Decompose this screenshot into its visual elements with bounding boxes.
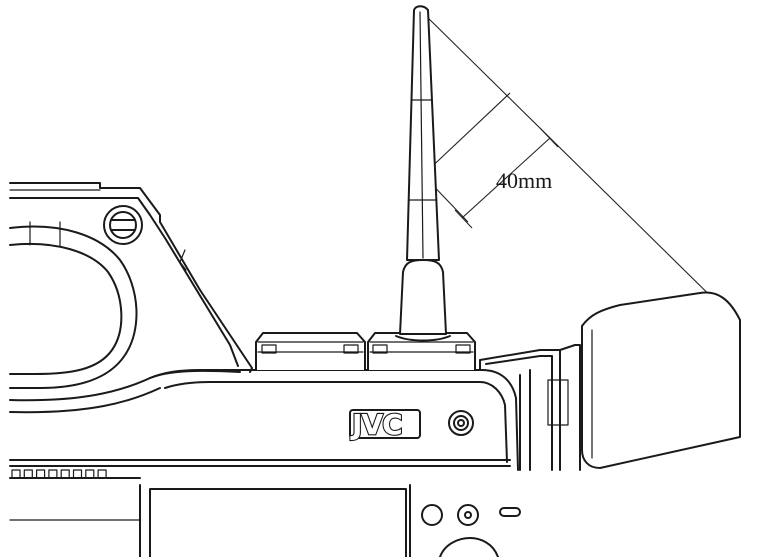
indicator-square	[72, 469, 83, 479]
control-buttons	[421, 504, 521, 557]
jvc-logo: JVC	[349, 407, 421, 442]
side-monitor-panel	[581, 291, 741, 469]
accessory-shoe-right	[367, 332, 476, 371]
dimension-tick-lower	[454, 209, 473, 229]
side-hinge	[479, 344, 581, 471]
camera-body	[9, 369, 519, 521]
indicator-square	[35, 469, 46, 479]
accessory-shoe-left	[255, 332, 366, 371]
indicator-square	[60, 469, 70, 479]
antenna-whip	[406, 5, 440, 261]
dial-knob	[439, 537, 499, 557]
dimension-tick-upper	[539, 127, 559, 148]
antenna-base	[399, 259, 447, 335]
slide-switch	[499, 507, 521, 517]
round-button-right-center	[464, 511, 472, 519]
dimension-perpendicular-line	[422, 92, 511, 176]
round-button-right	[457, 504, 479, 526]
lcd-monitor	[139, 484, 411, 557]
round-button-left	[421, 504, 443, 526]
antenna	[395, 5, 451, 342]
dimension-line	[461, 137, 551, 219]
clearance-boundary-line	[419, 9, 741, 326]
indicator-row	[11, 469, 107, 479]
indicator-square	[23, 469, 33, 479]
dimension-marker: 40mm	[422, 92, 559, 229]
indicator-square	[97, 469, 107, 479]
indicator-square	[48, 469, 58, 479]
indicator-square	[11, 469, 21, 479]
brand-logo-text: JVC	[350, 408, 402, 441]
handle-screw	[103, 205, 143, 245]
indicator-square	[85, 469, 95, 479]
dimension-label: 40mm	[496, 168, 552, 193]
front-round-button	[448, 410, 474, 436]
